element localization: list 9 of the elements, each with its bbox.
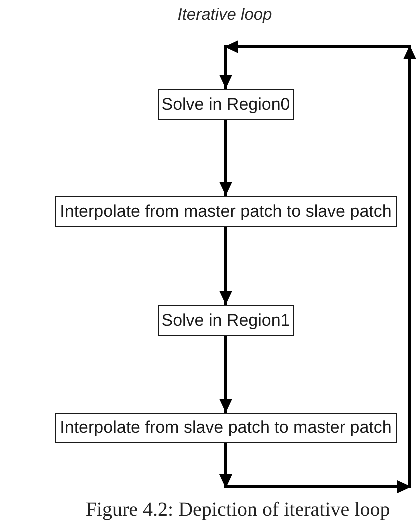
process-box: Interpolate from master patch to slave patch	[55, 196, 397, 227]
arrow	[220, 336, 232, 413]
process-box: Solve in Region1	[158, 305, 294, 336]
process-box: Solve in Region0	[158, 89, 294, 120]
arrow	[220, 227, 232, 305]
process-box: Interpolate from slave patch to master patch	[55, 413, 397, 443]
arrow	[220, 120, 232, 196]
figure-caption: Figure 4.2: Depiction of iterative loop	[86, 499, 390, 522]
diagram-title: Iterative loop	[178, 6, 272, 25]
